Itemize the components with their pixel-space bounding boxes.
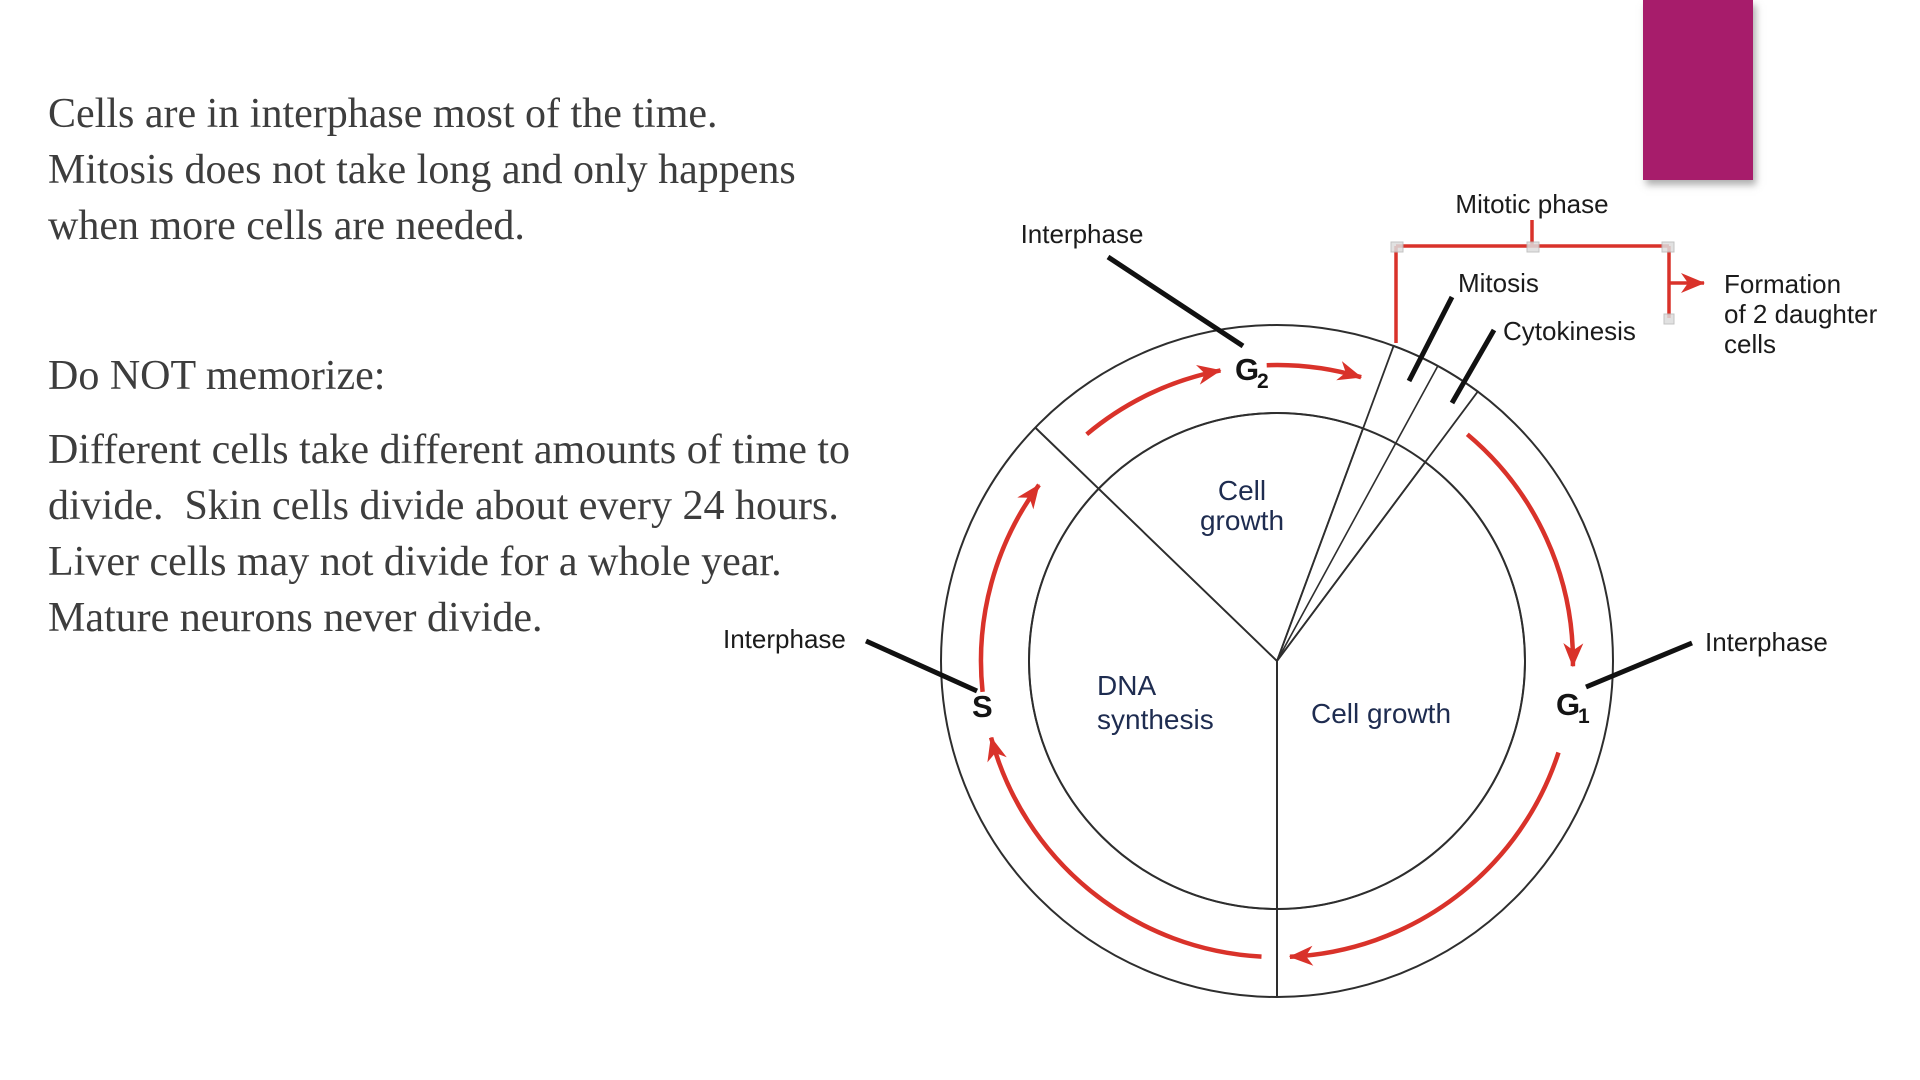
mitosis-cytokinesis-divider: [1276, 365, 1439, 662]
s-label: S: [972, 689, 993, 724]
arrow-m-to-g1: [1465, 432, 1584, 668]
arrow-g2-to-m: [1266, 361, 1363, 381]
g2-sector: [1097, 412, 1365, 663]
g1-label: G: [1556, 687, 1580, 722]
note-body: Different cells take different amounts o…: [48, 427, 851, 641]
interphase-top-label: Interphase: [1021, 219, 1144, 249]
bracket-handle-bottom: [1663, 313, 1675, 325]
s-caption-line1: DNA: [1097, 670, 1156, 701]
g1-caption: Cell growth: [1311, 698, 1451, 729]
arrow-s-to-g2: [978, 483, 1041, 693]
interphase-left-label: Interphase: [723, 624, 846, 654]
g2-subscript: 2: [1257, 370, 1269, 393]
arrow-bottom-to-s: [987, 736, 1262, 959]
m-phase-wedge: [1276, 344, 1480, 662]
cytokinesis-label: Cytokinesis: [1503, 316, 1636, 346]
accent-bar: [1643, 0, 1753, 180]
interphase-right-pointer: [1585, 640, 1693, 690]
note-heading: Do NOT memorize:: [48, 353, 386, 399]
g1-subscript: 1: [1578, 705, 1590, 728]
g2-caption-line2: growth: [1200, 505, 1284, 536]
cycle-arrows: [978, 361, 1584, 966]
s-caption-line2: synthesis: [1097, 704, 1214, 735]
bracket-handle-left: [1390, 241, 1404, 253]
bracket-handle-mid: [1526, 241, 1540, 253]
g2-label: G: [1235, 352, 1259, 387]
interphase-right-label: Interphase: [1705, 627, 1828, 657]
s-g2-ring-divider: [1034, 426, 1100, 490]
formation-label-line1: Formation: [1724, 269, 1841, 299]
interphase-top-pointer: [1106, 254, 1245, 349]
arrow-g1-to-bottom: [1288, 751, 1561, 966]
g2-caption-line1: Cell: [1218, 475, 1266, 506]
mitosis-label: Mitosis: [1458, 268, 1539, 298]
arrow-into-g2: [1085, 364, 1222, 437]
formation-label-line3: cells: [1724, 329, 1776, 359]
mitosis-pointer: [1406, 295, 1455, 383]
mitotic-phase-label: Mitotic phase: [1455, 189, 1608, 219]
interphase-left-pointer: [864, 638, 979, 694]
intro-text: Cells are in interphase most of the time…: [48, 91, 796, 249]
bracket-handle-right: [1661, 241, 1675, 253]
formation-label-line2: of 2 daughter: [1724, 299, 1878, 329]
cytokinesis-pointer: [1449, 328, 1497, 405]
